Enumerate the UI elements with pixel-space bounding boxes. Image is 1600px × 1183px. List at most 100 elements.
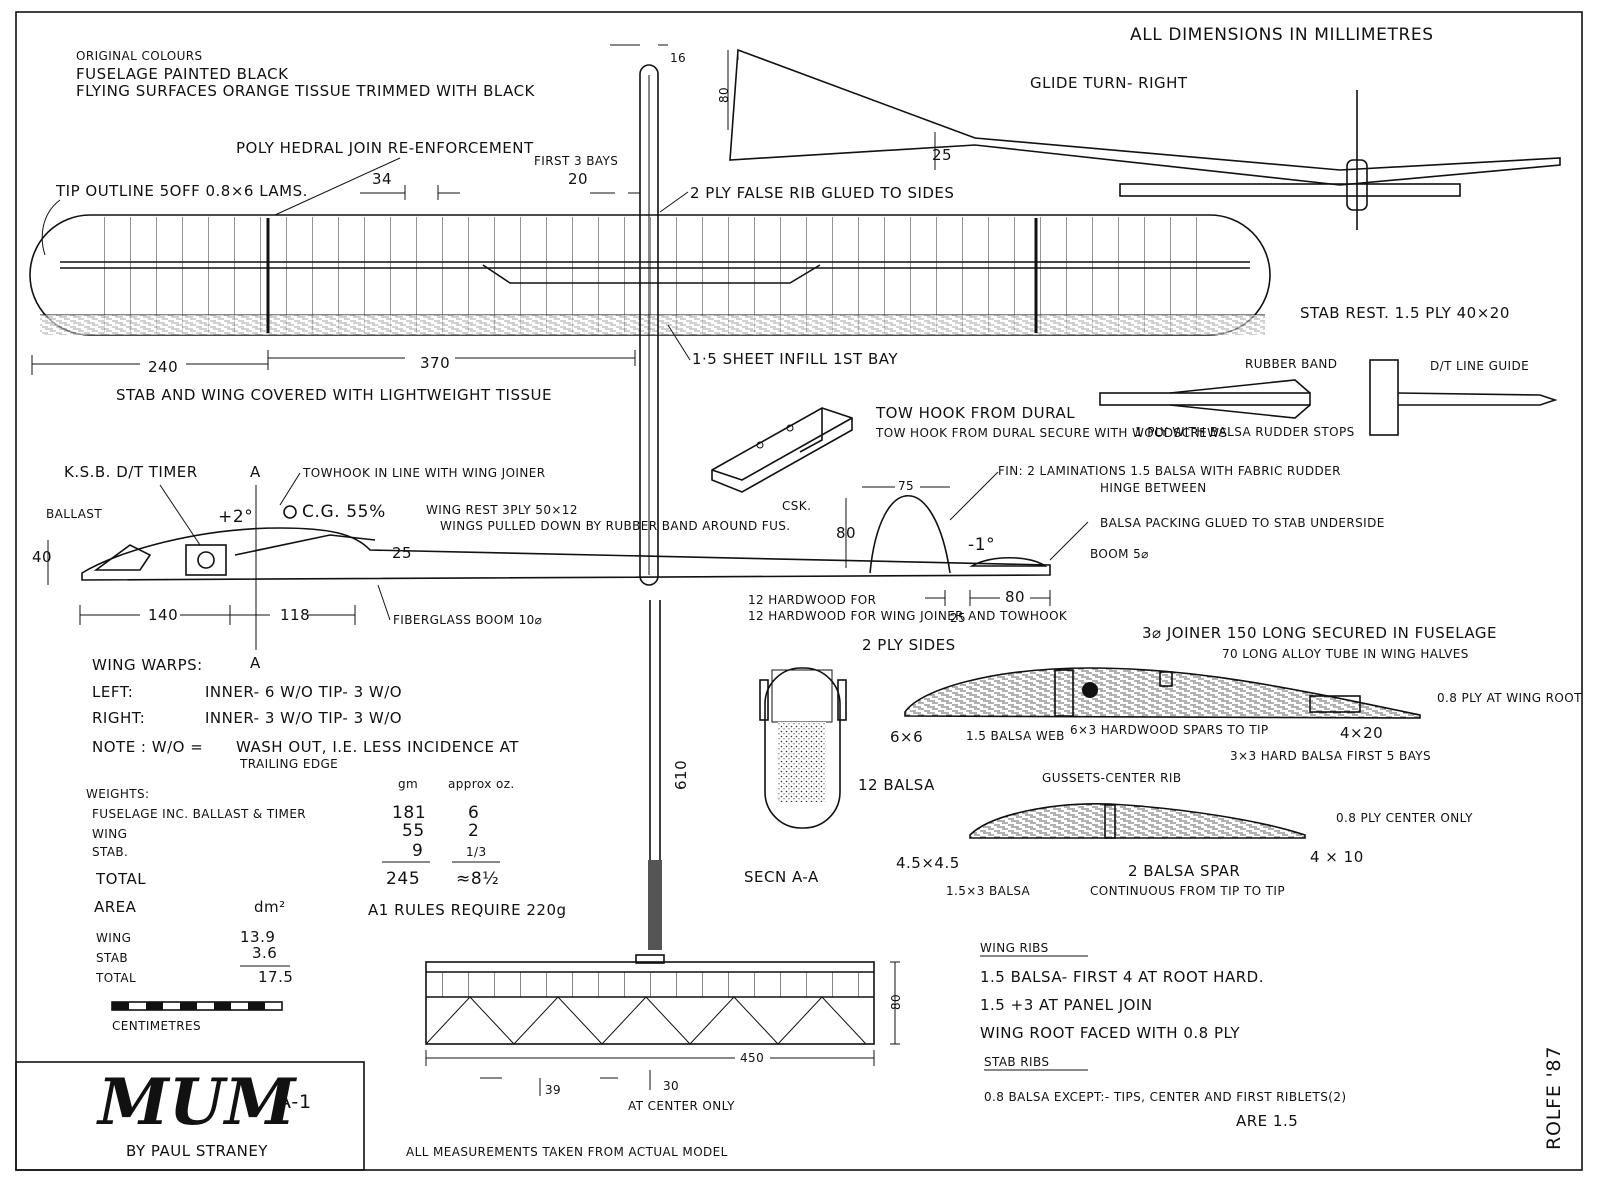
dim-80-stab-side: 80 [889,994,903,1010]
dim-39: 39 [545,1083,561,1097]
area-row-item: TOTAL [95,971,136,985]
weights-col-gm: gm [398,777,418,791]
weights-row-gm: 55 [402,821,425,841]
weights-row-oz: ≈8½ [456,869,499,889]
at-center-label: AT CENTER ONLY [628,1099,735,1113]
ballast-label: BALLAST [46,507,102,521]
warps-title: WING WARPS: [92,656,203,674]
weights-row-gm: 9 [412,841,423,861]
area-row-val: 17.5 [258,968,293,986]
size-4x10: 4 × 10 [1310,848,1364,866]
wing-ribs-title: WING RIBS [980,941,1049,955]
warps-note-value-2: TRAILING EDGE [239,757,338,771]
balsa-label: 12 BALSA [858,776,935,794]
dim-75: 75 [898,479,914,493]
weights-row-gm: 181 [392,803,426,823]
stab-airfoil [969,803,1306,839]
towhook-line-label: TOWHOOK IN LINE WITH WING JOINER [302,466,545,480]
continuous-label: CONTINUOUS FROM TIP TO TIP [1090,884,1285,898]
glide-turn-note: GLIDE TURN- RIGHT [1030,74,1188,92]
dim-20: 20 [568,170,588,188]
joiner-label: 3⌀ JOINER 150 LONG SECURED IN FUSELAGE [1142,624,1497,642]
svg-text:80: 80 [717,87,731,103]
section-title: SECN A-A [744,868,819,886]
ply-root-label: 0.8 PLY AT WING ROOT [1437,691,1582,705]
polyhedral-label: POLY HEDRAL JOIN RE-ENFORCEMENT [236,139,534,157]
measurements-note: ALL MEASUREMENTS TAKEN FROM ACTUAL MODEL [406,1145,728,1159]
balsa-packing-label: BALSA PACKING GLUED TO STAB UNDERSIDE [1100,516,1385,530]
hardwood-label: 12 HARDWOOD FOR WING JOINER AND TOWHOOK [748,609,1068,623]
warps-left-label: LEFT: [92,683,133,701]
dim-34: 34 [372,170,392,188]
svg-text:25: 25 [932,146,952,164]
fiberglass-label: FIBERGLASS BOOM 10⌀ [393,613,542,627]
warps-note-value: WASH OUT, I.E. LESS INCIDENCE AT [236,738,519,756]
weights-row-item: FUSELAGE INC. BALLAST & TIMER [92,807,306,821]
tow-hook-label-1: TOW HOOK FROM DURAL [875,404,1075,422]
area-row-val: 3.6 [252,944,277,962]
fuselage-side-view [81,495,1051,581]
section-a-bottom: A [250,654,261,672]
ply-sides-label: 2 PLY SIDES [862,636,956,654]
web-label: 1.5 BALSA WEB [966,729,1065,743]
spars-label: 6×3 HARDWOOD SPARS TO TIP [1070,723,1269,737]
area-unit: dm² [254,898,286,916]
wing-ribs-1: 1.5 BALSA- FIRST 4 AT ROOT HARD. [980,968,1264,986]
front-view: 80 25 [717,48,1561,230]
warps-right-value: INNER- 3 W/O TIP- 3 W/O [205,709,402,727]
scale-bar [111,1001,283,1011]
area-row-item: STAB [96,951,128,965]
model-class: A-1 [278,1091,312,1113]
stab-planform [425,954,875,1045]
dim-30: 30 [663,1079,679,1093]
dim-16: 16 [670,51,686,65]
cg-label: C.G. 55% [302,502,386,522]
original-colours-fuselage: FUSELAGE PAINTED BLACK [76,65,289,83]
plus2-label: +2° [218,507,253,527]
units-note: ALL DIMENSIONS IN MILLIMETRES [1130,25,1434,45]
size-15x3: 1.5×3 BALSA [946,884,1031,898]
weights-title: WEIGHTS: [86,787,150,801]
tip-outline-label: TIP OUTLINE 5OFF 0.8×6 LAMS. [55,182,308,200]
size-4x20: 4×20 [1340,724,1383,742]
dim-240: 240 [148,358,178,376]
wing-rest-label: WING REST 3PLY 50×12 [426,503,578,517]
original-colours-title: ORIGINAL COLOURS [76,49,203,63]
fin-label-2: HINGE BETWEEN [1100,481,1207,495]
dim-80-stab: 80 [1005,588,1025,606]
hardwood-label-1: 12 HARDWOOD FOR [748,593,876,607]
csk-label: CSK. [782,499,811,513]
area-row-item: WING [96,931,131,945]
spar2-label: 2 BALSA SPAR [1128,862,1240,880]
dim-25-fuselage: 25 [392,544,412,562]
wing-planform [29,214,1271,336]
stab-rest-detail: STAB REST. 1.5 PLY 40×20 RUBBER BAND D/T… [1099,304,1558,439]
timer-label: K.S.B. D/T TIMER [64,463,198,481]
tow-hook-label: TOW HOOK FROM DURAL SECURE WITH WOODSCRE… [875,426,1227,440]
size-45x45: 4.5×4.5 [896,854,960,872]
dim-25-stab: 25 [950,611,966,625]
model-name: MUM [96,1065,298,1140]
plan-border [15,11,1583,1171]
weights-rows: FUSELAGE INC. BALLAST & TIMER 181 6 WING… [92,803,500,889]
minus1-label: -1° [968,535,995,555]
area-row-val: 13.9 [240,928,275,946]
title-block [15,1061,365,1171]
rubber-band-label: RUBBER BAND [1245,357,1337,371]
dim-140: 140 [148,606,178,624]
warps-right-label: RIGHT: [92,709,145,727]
wing-ribs-2: 1.5 +3 AT PANEL JOIN [980,996,1153,1014]
false-rib-label: 2 PLY FALSE RIB GLUED TO SIDES [690,184,954,202]
section-a-top: A [250,463,261,481]
dim-118: 118 [280,606,310,624]
wing-rest-note: WINGS PULLED DOWN BY RUBBER BAND AROUND … [440,519,791,533]
weights-row-item: WING [92,827,127,841]
dim-370: 370 [420,354,450,372]
weights-col-oz: approx oz. [448,777,515,791]
dim-40: 40 [32,548,52,566]
stab-ribs-title: STAB RIBS [984,1055,1049,1069]
dt-guide-label: D/T LINE GUIDE [1430,359,1529,373]
stab-ribs-2: ARE 1.5 [1236,1112,1298,1130]
weights-row-item: STAB. [92,845,128,859]
